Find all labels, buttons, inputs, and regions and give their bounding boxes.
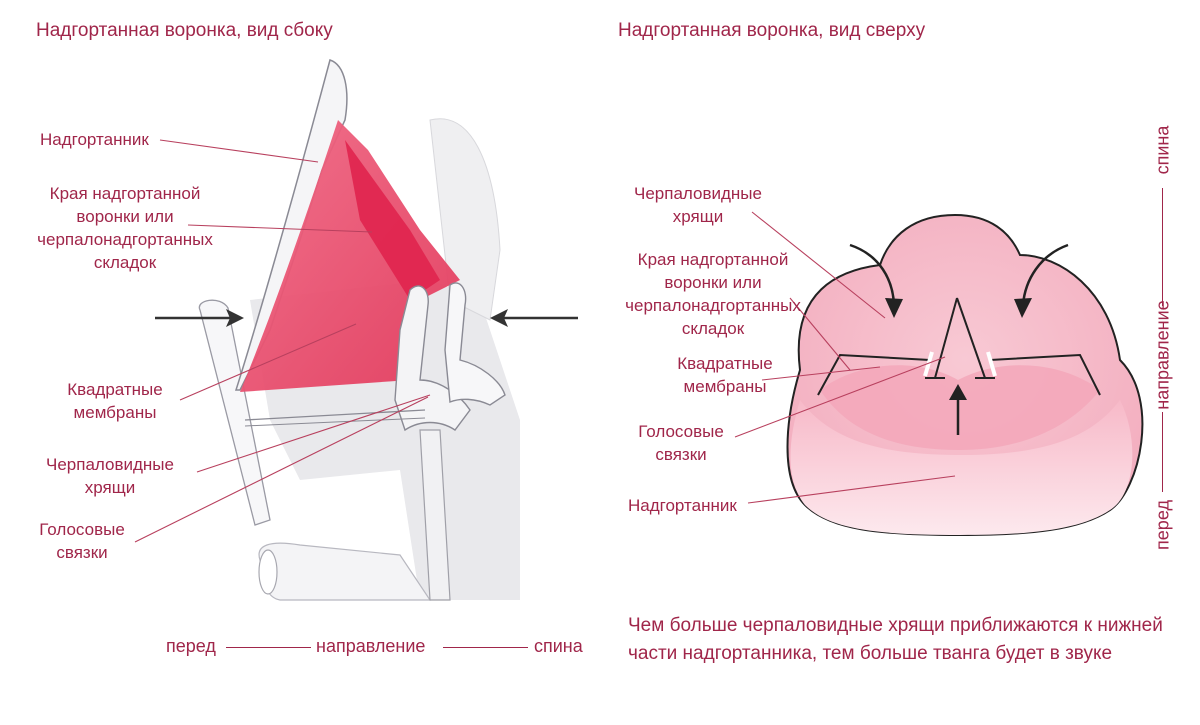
top-label-edges: Края надгортанной воронки или черпалонад…	[625, 250, 801, 338]
axis-front: перед	[166, 636, 216, 656]
side-leader-lines	[134, 139, 431, 543]
up-arrow-icon	[949, 384, 967, 435]
side-view-drawing	[134, 59, 578, 601]
side-label-edges: Края надгортанной воронки или черпалонад…	[37, 184, 213, 272]
top-label-folds: Голосовые связки	[638, 422, 724, 464]
vaxis-back: спина	[1152, 125, 1173, 175]
vertical-direction-axis: спина направление перед	[1148, 120, 1178, 560]
vaxis-line-top	[1162, 188, 1163, 306]
vaxis-line-bottom	[1162, 412, 1163, 492]
side-label-arytenoids: Черпаловидные хрящи	[46, 455, 174, 497]
top-label-membranes: Квадратные мембраны	[677, 354, 773, 396]
vaxis-direction: направление	[1152, 300, 1173, 410]
top-leader-lines	[734, 211, 956, 504]
axis-line-right	[443, 647, 528, 648]
axis-back: спина	[534, 636, 583, 656]
axis-line-left	[226, 647, 311, 648]
top-view-title: Надгортанная воронка, вид сверху	[618, 20, 926, 41]
side-label-epiglottis: Надгортанник	[40, 130, 149, 149]
caption-text: Чем больше черпаловидные хрящи приближаю…	[628, 615, 1163, 664]
side-label-folds: Голосовые связки	[39, 520, 125, 562]
curved-arrow-left-icon	[849, 243, 903, 318]
top-label-arytenoids: Черпаловидные хрящи	[634, 184, 762, 226]
top-label-epiglottis: Надгортанник	[628, 496, 737, 515]
side-view-title: Надгортанная воронка, вид сбоку	[36, 20, 333, 41]
vaxis-front: перед	[1152, 500, 1173, 550]
curved-arrow-right-icon	[1014, 243, 1069, 318]
axis-direction: направление	[316, 636, 426, 656]
top-view-drawing	[734, 211, 1144, 537]
right-arrow-icon	[490, 309, 578, 327]
left-arrow-icon	[155, 309, 244, 327]
side-label-membranes: Квадратные мембраны	[67, 380, 163, 422]
